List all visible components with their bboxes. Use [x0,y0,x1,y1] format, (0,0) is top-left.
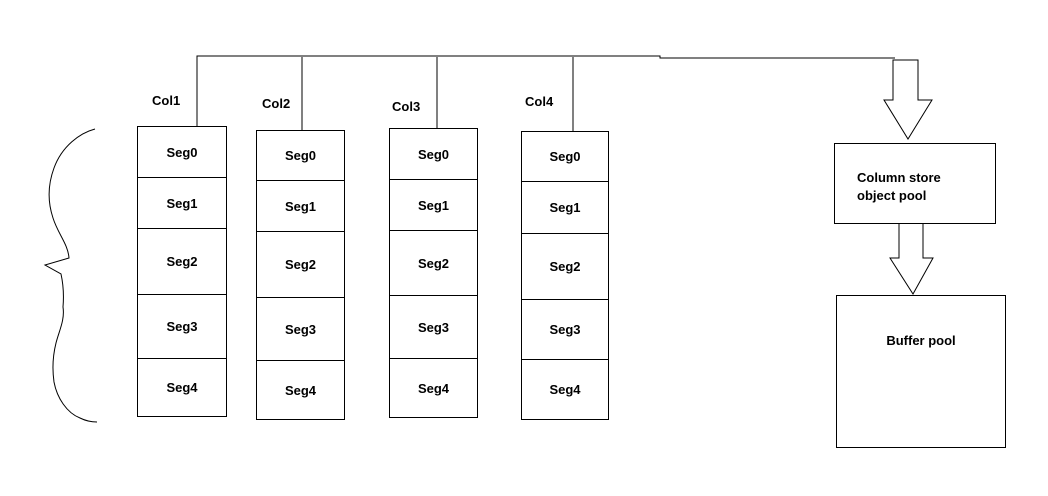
segment-cell: Seg0 [417,146,450,162]
left-curly-brace [43,128,98,423]
segment-cell: Seg3 [522,299,608,359]
segment-cell: Seg4 [522,359,608,419]
col3-label: Col3 [392,99,421,114]
down-block-arrow-middle [889,222,934,295]
down-block-arrow-top [883,59,933,140]
segment-cell: Seg1 [257,180,344,231]
column-store-label-line2: object pool [857,188,927,203]
col4-label: Col4 [525,94,554,109]
segment-cell: Seg2 [138,228,226,294]
column-col4-box: Seg0 Seg1 Seg2 Seg3 Seg4 [521,131,609,420]
segment-cell: Seg1 [522,181,608,233]
segment-cell: Seg2 [522,233,608,299]
segment-cell: Seg4 [138,358,226,416]
segment-cell: Seg3 [390,295,477,358]
segment-cell: Seg0 [166,144,198,160]
segment-cell: Seg0 [284,148,317,163]
buffer-pool-label: Buffer pool [886,333,956,348]
segment-cell: Seg4 [390,358,477,417]
segment-cell: Seg1 [390,179,477,230]
segment-cell: Seg0 [549,149,581,164]
segment-cell: Seg2 [257,231,344,297]
column-store-object-pool-box: Column store object pool [834,143,996,224]
segment-cell: Seg2 [390,230,477,295]
col1-label: Col1 [152,93,181,108]
column-col1-box: Seg0 Seg1 Seg2 Seg3 Seg4 [137,126,227,417]
segment-cell: Seg4 [257,360,344,419]
segment-cell: Seg3 [257,297,344,360]
column-store-label-line1: Column store [857,170,941,185]
top-connector-line [196,55,895,127]
segment-cell: Seg1 [138,177,226,228]
column-col2-box: Seg0 Seg1 Seg2 Seg3 Seg4 [256,130,345,420]
segment-cell: Seg3 [138,294,226,358]
col2-label: Col2 [262,96,291,111]
column-col3-box: Seg0 Seg1 Seg2 Seg3 Seg4 [389,128,478,418]
buffer-pool-box: Buffer pool [836,295,1006,448]
